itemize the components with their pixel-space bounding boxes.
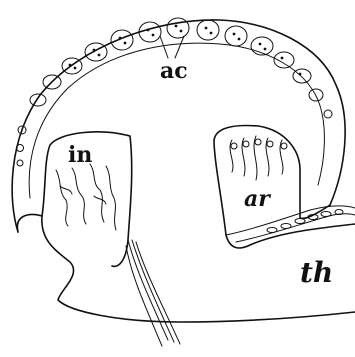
intermediate-tissue <box>56 164 116 230</box>
label-th: th <box>300 256 333 289</box>
membrane-cells <box>267 210 343 233</box>
label-in: in <box>68 142 92 168</box>
ac-pointer-right <box>175 36 184 58</box>
ar-cells <box>230 136 287 180</box>
label-ar: ar <box>244 186 271 212</box>
label-ac: ac <box>160 58 188 84</box>
stalk-fibres <box>126 240 180 346</box>
outer-dome-outline <box>12 20 345 232</box>
ac-pointer-left <box>160 36 168 58</box>
